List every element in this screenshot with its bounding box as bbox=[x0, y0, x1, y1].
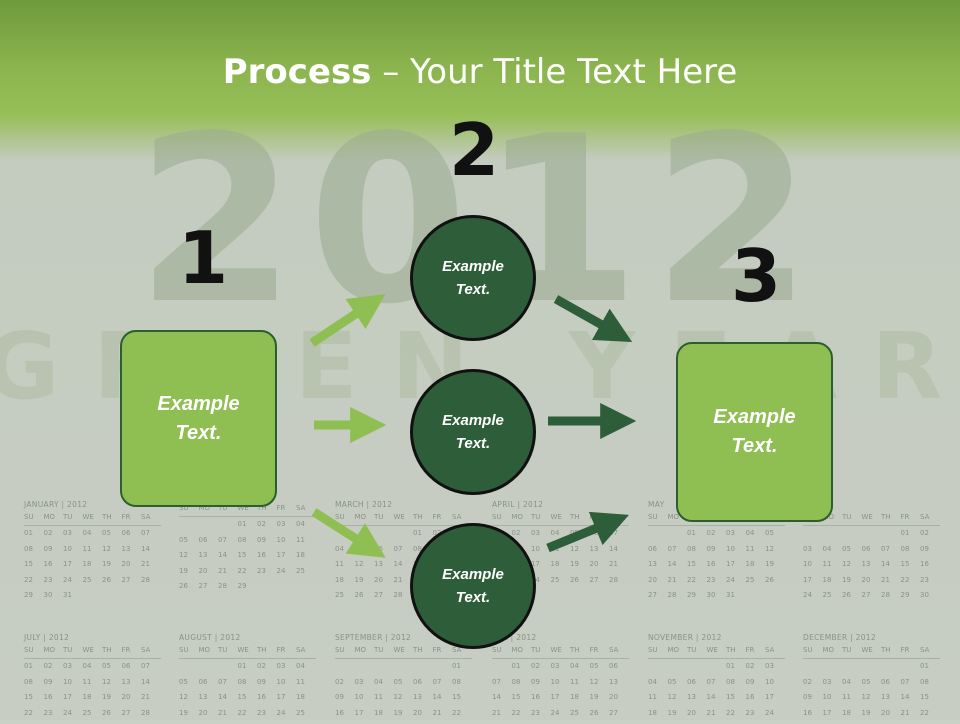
step-circle-top-text: Example Text. bbox=[434, 255, 512, 301]
step-box-right-text: Example Text. bbox=[700, 403, 810, 461]
arrow-from-circle-bottom bbox=[548, 521, 614, 548]
step-box-left-text: Example Text. bbox=[144, 390, 254, 448]
step-circle-middle: Example Text. bbox=[410, 369, 536, 495]
arrow-to-circle-bottom bbox=[314, 512, 372, 549]
step-box-right: Example Text. bbox=[676, 342, 833, 522]
arrow-to-circle-top bbox=[312, 303, 372, 343]
arrow-from-circle-top bbox=[556, 299, 618, 334]
step-box-left: Example Text. bbox=[120, 330, 277, 507]
step-circle-middle-text: Example Text. bbox=[434, 409, 512, 455]
step-circle-bottom-text: Example Text. bbox=[434, 563, 512, 609]
step-circle-top: Example Text. bbox=[410, 215, 536, 341]
step-circle-bottom: Example Text. bbox=[410, 523, 536, 649]
